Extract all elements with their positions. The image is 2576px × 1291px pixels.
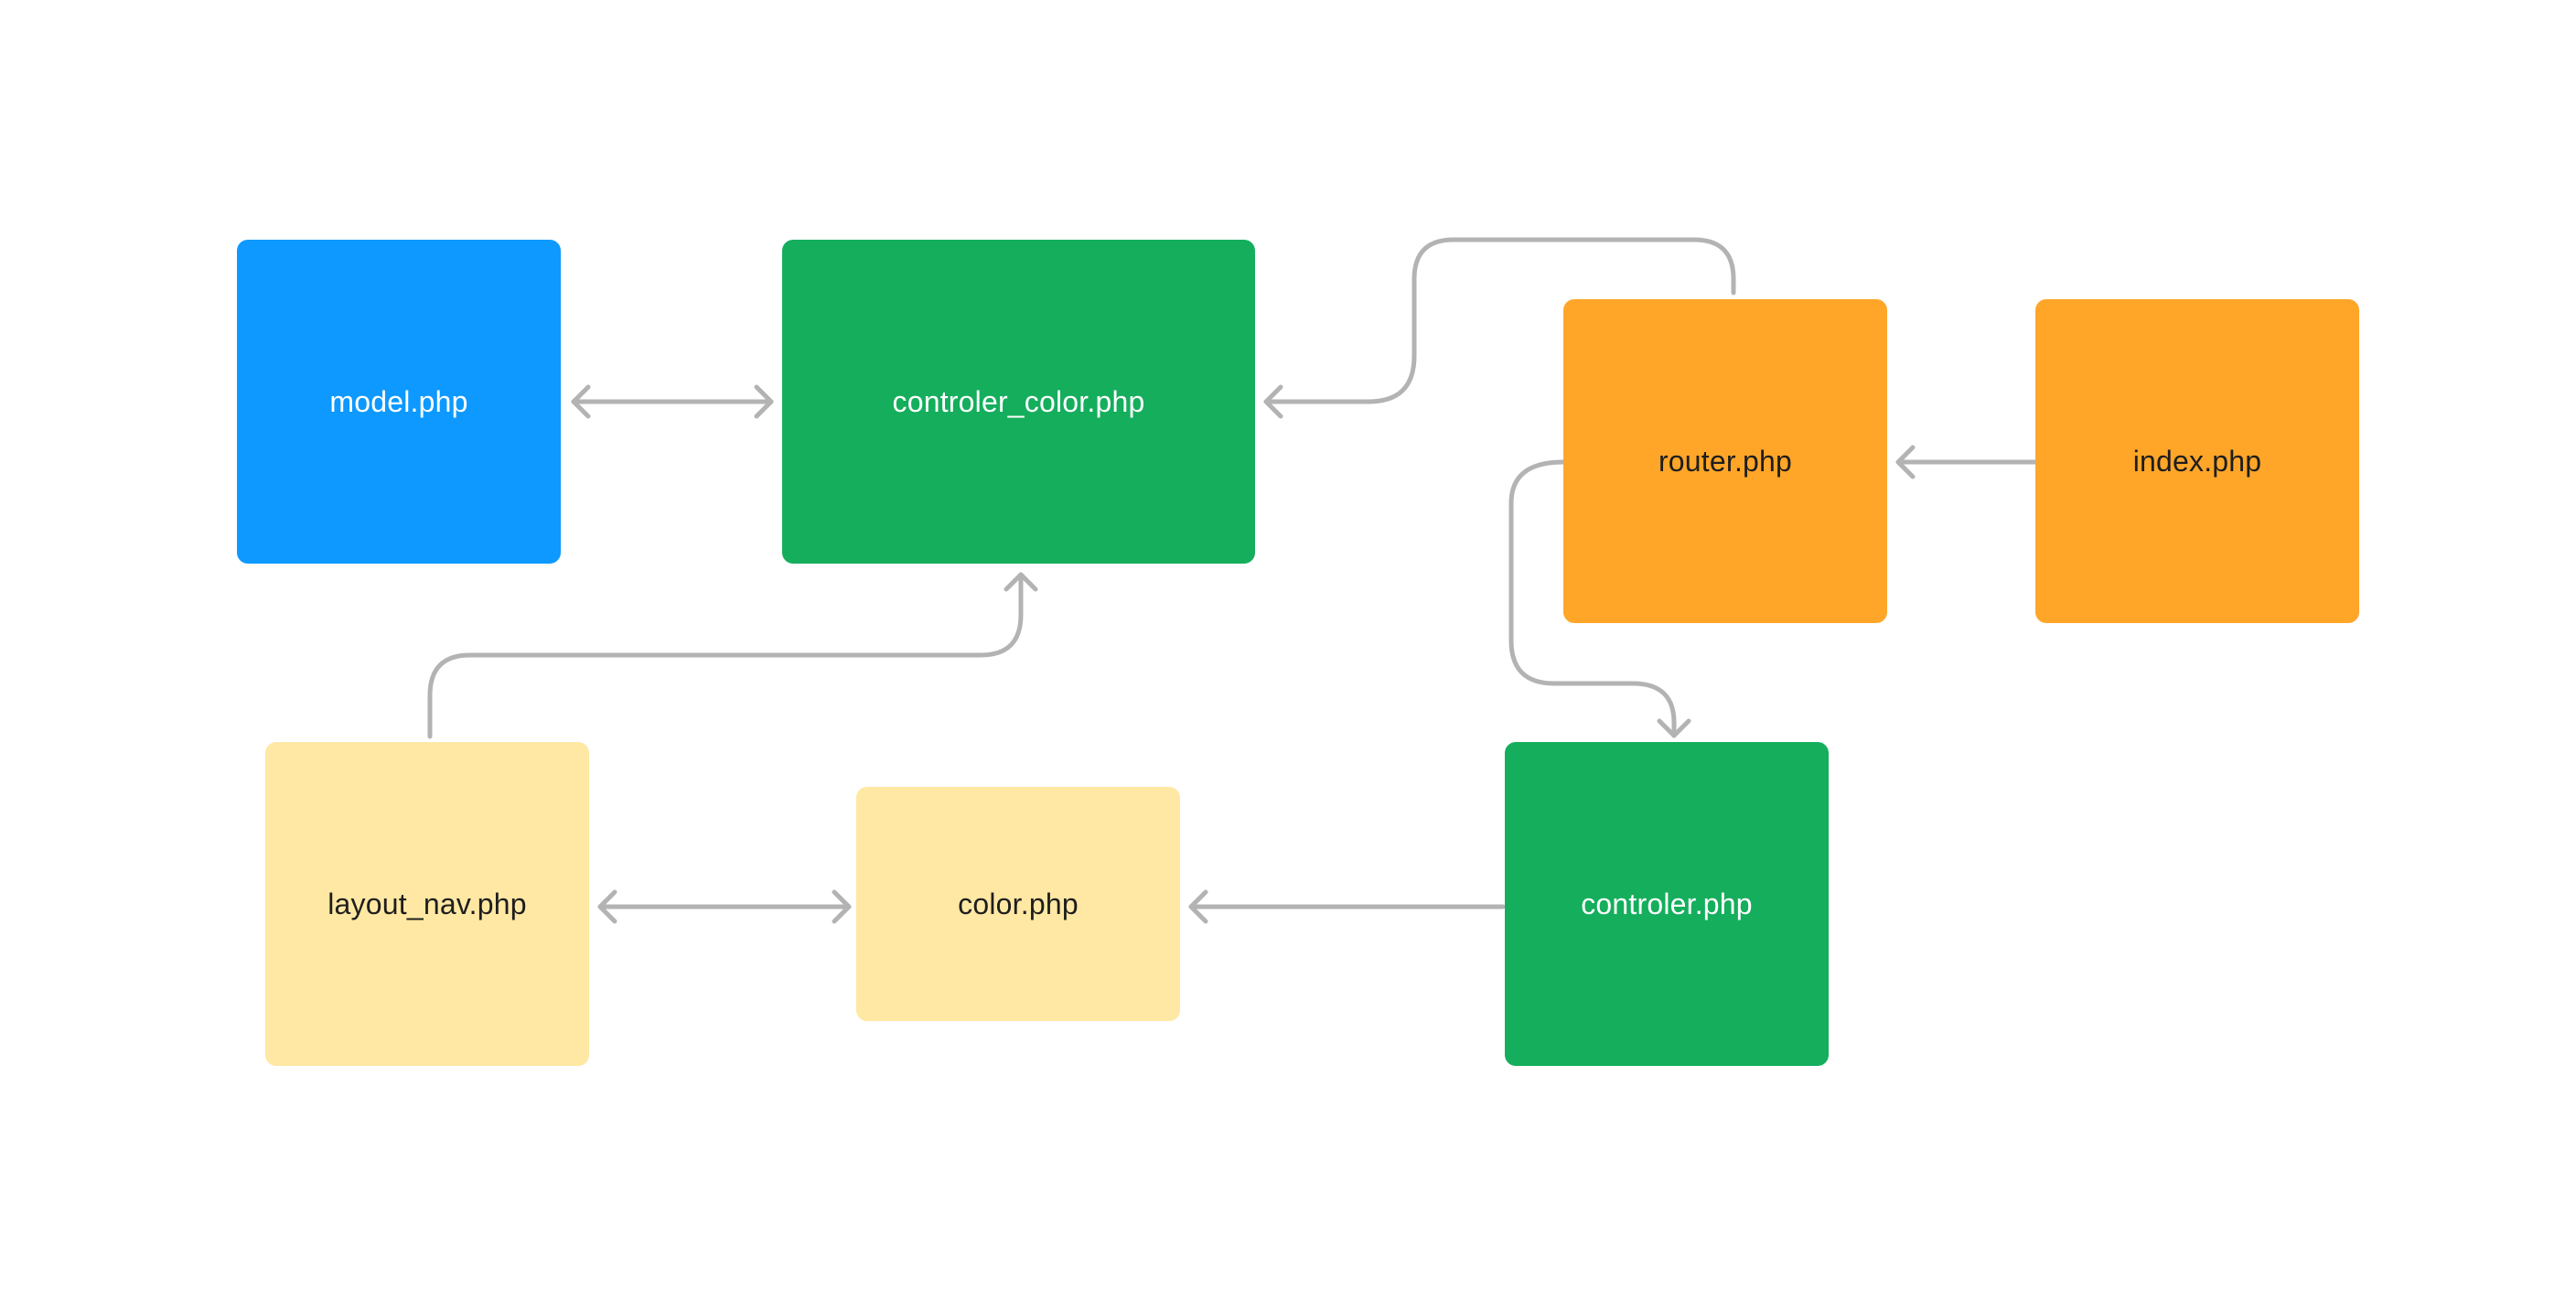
node-model-php[interactable]: model.php <box>237 240 561 564</box>
node-label: model.php <box>329 384 468 418</box>
arrowhead-left-icon <box>1188 889 1208 924</box>
arrowhead-right-icon <box>832 889 852 924</box>
node-label: color.php <box>958 887 1079 920</box>
edge-model-controler-color[interactable] <box>571 384 774 419</box>
node-label: controler.php <box>1581 887 1753 920</box>
edge-index-router[interactable] <box>1895 445 2040 479</box>
edge-controler-color[interactable] <box>1188 889 1506 924</box>
arrowhead-left-icon <box>597 889 617 924</box>
node-index-php[interactable]: index.php <box>2035 299 2359 623</box>
edge-layout-nav-controler-color[interactable] <box>427 572 1038 739</box>
node-label: layout_nav.php <box>327 887 527 920</box>
arrowhead-right-icon <box>754 384 774 419</box>
node-label: index.php <box>2132 444 2262 478</box>
node-label: controler_color.php <box>892 384 1145 418</box>
node-controler-color-php[interactable]: controler_color.php <box>782 240 1255 564</box>
node-color-php[interactable]: color.php <box>856 787 1180 1021</box>
node-router-php[interactable]: router.php <box>1563 299 1887 623</box>
arrowhead-left-icon <box>1895 445 1916 479</box>
arrowhead-left-icon <box>1263 384 1283 419</box>
arrowhead-left-icon <box>571 384 591 419</box>
edge-layout-nav-color[interactable] <box>597 889 852 924</box>
arrowhead-down-icon <box>1657 718 1691 738</box>
node-layout-nav-php[interactable]: layout_nav.php <box>265 742 589 1066</box>
node-label: router.php <box>1658 444 1793 478</box>
node-controler-php[interactable]: controler.php <box>1505 742 1829 1066</box>
arrowhead-up-icon <box>1004 572 1038 592</box>
